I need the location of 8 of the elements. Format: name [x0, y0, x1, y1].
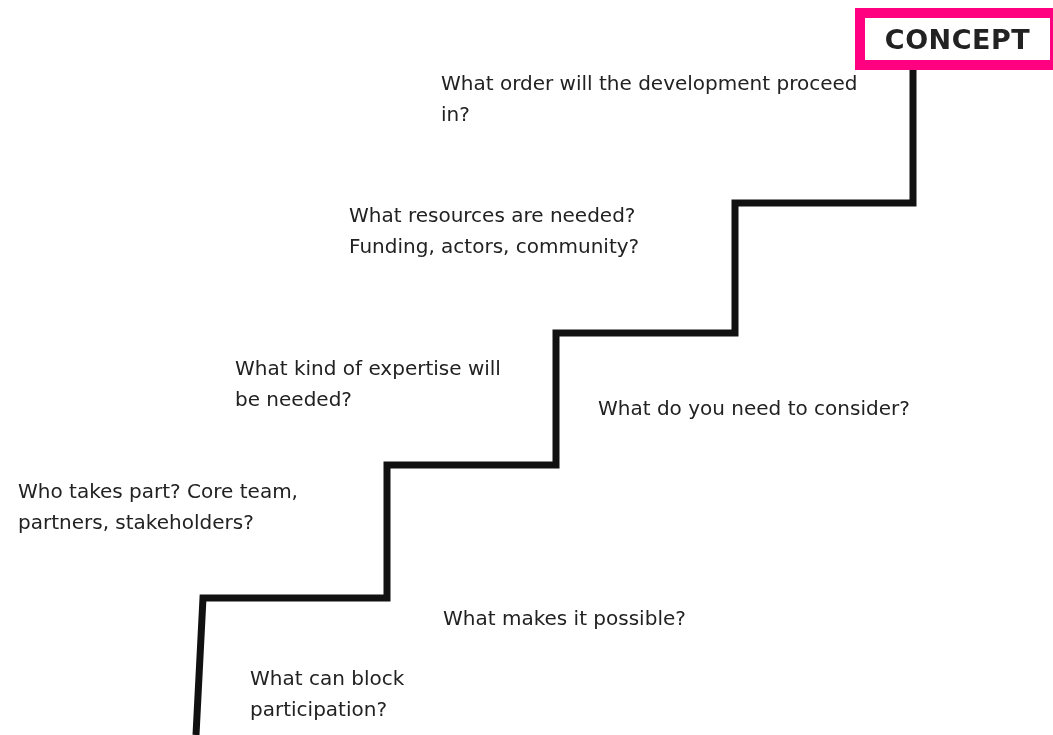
title-box: CONCEPT	[855, 8, 1053, 70]
question-text: What resources are needed? Funding, actors, community?	[349, 202, 641, 260]
question-text: Who takes part? Core team, partners, stakeholders?	[18, 478, 299, 536]
question-text: What makes it possible?	[443, 605, 686, 632]
question-text: What can block participation?	[250, 665, 406, 723]
question-text: What order will the development proceed in?	[441, 70, 859, 128]
question-text: What kind of expertise will be needed?	[235, 355, 502, 413]
question-text: What do you need to consider?	[598, 395, 910, 422]
